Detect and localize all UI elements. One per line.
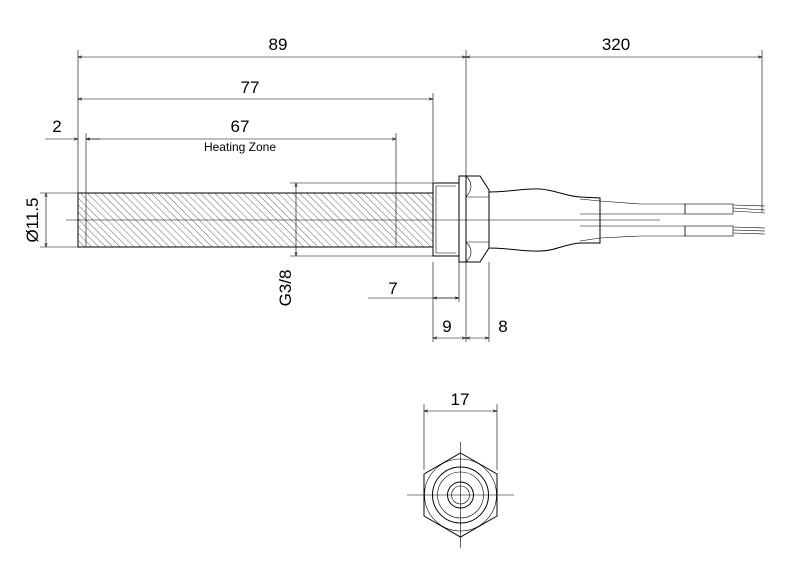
thread-label: G3/8 bbox=[276, 270, 295, 307]
edge-offset-label: 2 bbox=[52, 117, 61, 136]
lead-sleeve bbox=[488, 188, 601, 252]
thread-section bbox=[432, 182, 460, 257]
hex-nut bbox=[458, 175, 490, 263]
nut-width-label: 8 bbox=[498, 317, 507, 336]
body-length-label: 77 bbox=[241, 78, 260, 97]
end-view bbox=[407, 404, 514, 548]
thread-length-label: 7 bbox=[388, 279, 397, 298]
overall-length-label: 89 bbox=[269, 35, 288, 54]
lead-wires bbox=[579, 198, 766, 242]
hex-width-label: 9 bbox=[442, 317, 451, 336]
hex-across-flats-label: 17 bbox=[451, 390, 470, 409]
heating-zone-label: Heating Zone bbox=[204, 140, 276, 154]
diameter-label: Ø11.5 bbox=[23, 197, 42, 242]
lead-length-label: 320 bbox=[602, 35, 630, 54]
heating-zone-length-label: 67 bbox=[231, 117, 250, 136]
